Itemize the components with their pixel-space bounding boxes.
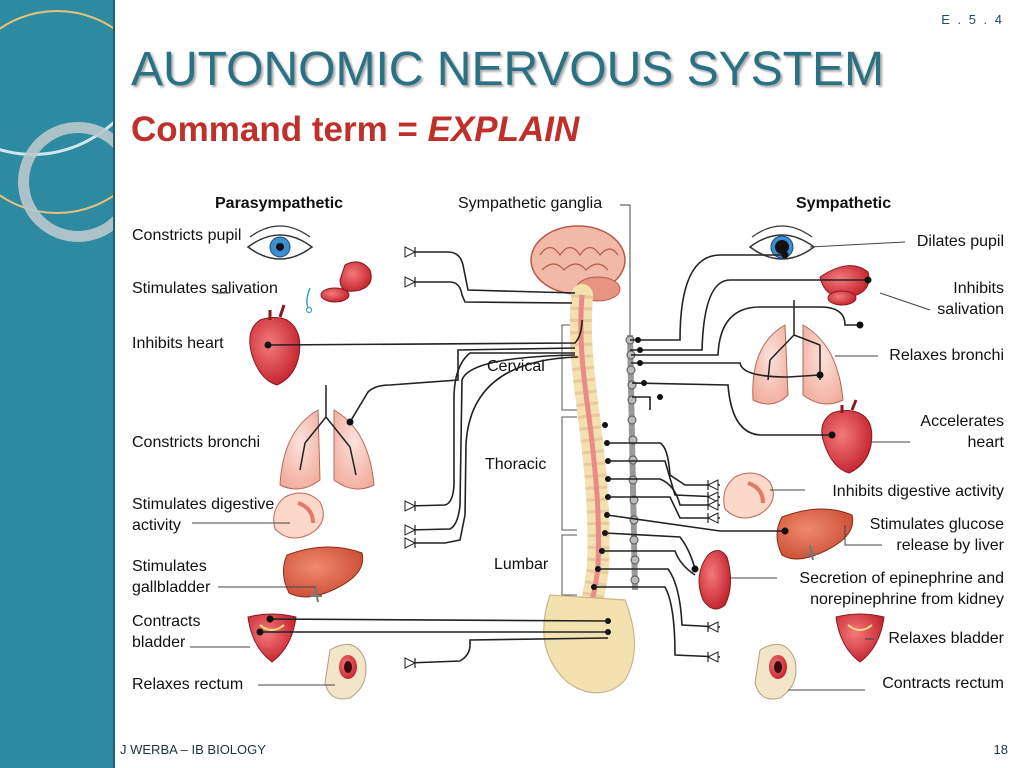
region-thoracic: Thoracic [485,456,546,473]
slide-title: AUTONOMIC NERVOUS SYSTEM [131,43,884,96]
para-label-digestive-2: activity [132,517,181,534]
header-parasympathetic: Parasympathetic [215,195,343,212]
para-label-digestive-1: Stimulates digestive [132,496,274,513]
para-label-heart: Inhibits heart [132,335,224,352]
symp-label-kidney-1: Secretion of epinephrine and [799,570,1004,587]
slide-code: E . 5 . 4 [941,12,1004,27]
symp-label-heart-2: heart [968,434,1005,451]
parasympathetic-arrowheads [404,246,416,669]
symp-label-salivation-1: Inhibits [953,280,1004,297]
spinal-column [569,284,610,636]
left-eye [246,225,314,260]
decorative-ring [18,122,113,242]
sympathetic-ganglion-dots [635,251,872,573]
left-bladder [247,613,297,663]
left-salivary-gland [305,261,372,314]
right-rectum [754,643,797,700]
decorative-sidebar [0,0,113,768]
symp-label-glucose-2: release by liver [896,537,1004,554]
right-salivary-gland [819,265,870,306]
symp-label-bladder: Relaxes bladder [888,630,1004,647]
sacrum [543,594,635,694]
symp-label-heart-1: Accelerates [920,413,1004,430]
ganglia-pointer-line [620,204,631,335]
left-rectum [324,643,367,700]
sympathetic-nerves [594,254,868,658]
symp-label-glucose-1: Stimulates glucose [870,516,1004,533]
symp-label-kidney-2: norepinephrine from kidney [810,591,1004,608]
command-term: EXPLAIN [427,110,580,149]
right-stomach [723,472,774,519]
para-label-bronchi: Constricts bronchi [132,434,260,451]
right-heart [821,399,873,474]
parasympathetic-nerves [260,251,609,664]
symp-label-bronchi: Relaxes bronchi [889,347,1004,364]
footer-author: J WERBA – IB BIOLOGY [120,742,266,757]
right-lungs [752,300,844,405]
left-liver [283,546,364,603]
symp-label-salivation-2: salivation [937,301,1004,318]
slide-subtitle: Command term = EXPLAIN [131,110,579,150]
para-label-salivation: Stimulates salivation [132,280,278,297]
leader-lines [190,241,931,691]
page-number: 18 [993,742,1008,757]
region-cervical: Cervical [487,358,545,375]
region-lumbar: Lumbar [494,556,549,573]
header-sympathetic: Sympathetic [796,195,891,212]
cervical-bracket [561,324,577,411]
symp-label-rectum: Contracts rectum [882,675,1004,692]
left-stomach [273,492,324,539]
para-label-gallbladder-1: Stimulates [132,558,207,575]
subtitle-prefix: Command term = [131,110,428,149]
right-liver [776,508,854,561]
right-bladder [835,613,885,663]
left-lungs [279,385,375,490]
symp-label-pupil: Dilates pupil [917,233,1004,250]
para-label-rectum: Relaxes rectum [132,676,243,693]
para-label-bladder-2: bladder [132,634,186,651]
right-eye [748,225,816,260]
right-kidney [698,550,731,610]
para-label-bladder-1: Contracts [132,613,200,630]
ans-diagram: Parasympathetic Sympathetic ganglia Symp… [132,195,1005,700]
symp-label-digestive: Inhibits digestive activity [832,483,1004,500]
left-heart [249,304,301,386]
para-label-pupil: Constricts pupil [132,227,241,244]
thoracic-bracket [561,416,577,531]
sidebar-divider [113,0,115,768]
header-sympathetic-ganglia: Sympathetic ganglia [458,195,602,212]
para-label-gallbladder-2: gallbladder [132,579,211,596]
lumbar-bracket [561,534,577,596]
